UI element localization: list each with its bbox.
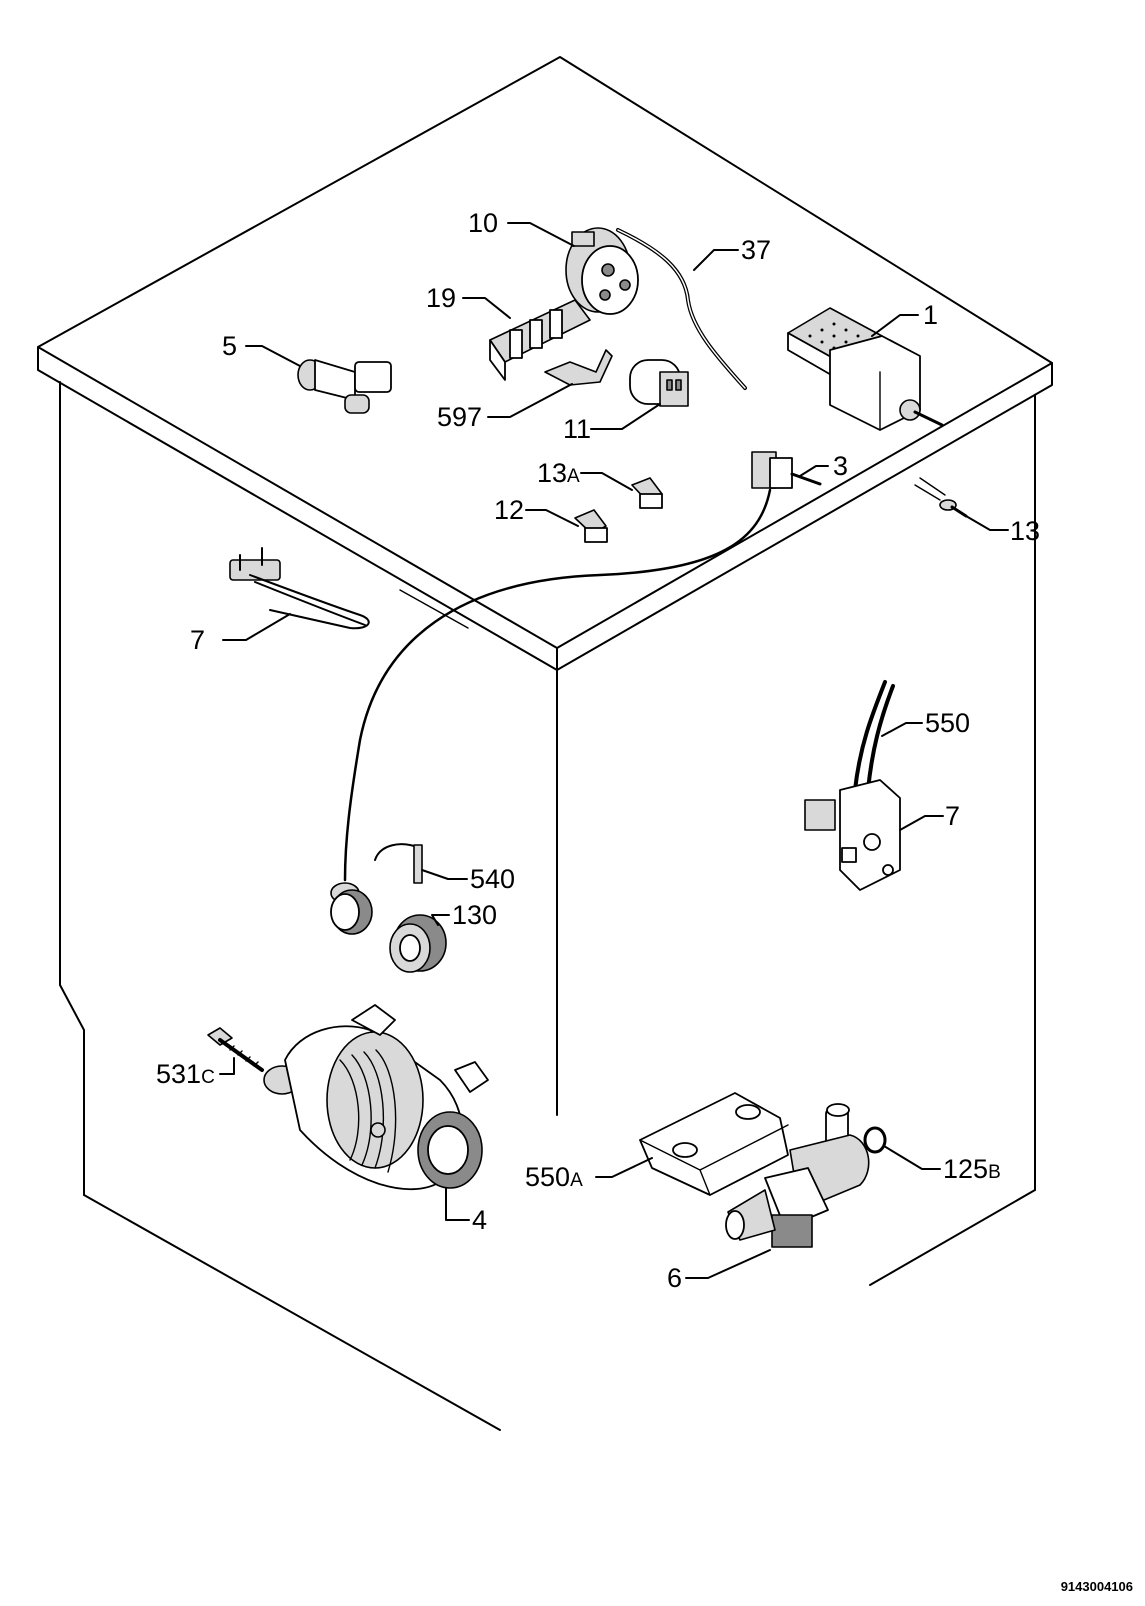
- pump-cover-550a: [639, 1092, 789, 1196]
- callout-597: 597: [437, 402, 482, 432]
- callout-7: 7: [945, 801, 960, 831]
- callout-130: 130: [452, 900, 497, 930]
- callout-3: 3: [833, 451, 848, 481]
- switch-3: [751, 451, 822, 489]
- drain-pump-6: [725, 1103, 870, 1248]
- heating-element-10: [229, 547, 370, 630]
- callout-1: 1: [923, 300, 938, 330]
- callout-110: 37: [741, 235, 771, 265]
- grommet-130: [389, 914, 447, 973]
- sensor-19: [914, 477, 968, 518]
- cabinet-outline: [37, 56, 1053, 1431]
- bolt-531c: [207, 1027, 264, 1072]
- leader-lines: [219, 222, 1009, 1279]
- callout-13a: 13A: [537, 458, 580, 488]
- callout-6-label: 6: [667, 1263, 682, 1293]
- terminal-block-37: [489, 299, 591, 381]
- bracket-7: [804, 680, 901, 891]
- clip-597: [544, 349, 613, 386]
- callout-19: 13: [1010, 516, 1040, 546]
- callout-12: 10: [468, 208, 498, 238]
- pressure-switch-12: [565, 227, 639, 315]
- callout-labels: 10 37 1 19 5 597 11 3 13A 12 13 7 550 7 …: [156, 208, 1040, 1293]
- callout-13: 12: [494, 495, 524, 525]
- callout-4: 4: [472, 1205, 487, 1235]
- motor-4: [263, 1004, 489, 1191]
- callout-11: 11: [563, 414, 591, 444]
- callout-37: 19: [426, 283, 456, 313]
- connector-13a: [631, 477, 663, 509]
- cable-grommet: [330, 882, 373, 935]
- cable-tie-540: [374, 843, 423, 884]
- callout-10: 7: [190, 625, 205, 655]
- callout-550a: 550A: [525, 1162, 583, 1192]
- callout-125b: 125B: [943, 1154, 1001, 1184]
- inlet-valve-5: [297, 359, 392, 414]
- programmer-1: [787, 307, 944, 431]
- seal-ring-125b: [863, 1126, 887, 1154]
- document-code: 9143004106: [1060, 1579, 1133, 1594]
- connector-13: [574, 509, 608, 543]
- callout-531c: 531C: [156, 1059, 215, 1089]
- callout-550: 550: [925, 708, 970, 738]
- callout-540: 540: [470, 864, 515, 894]
- capacitor-11: [629, 359, 689, 407]
- callout-5: 5: [222, 331, 237, 361]
- switch-3-cable: [343, 488, 772, 882]
